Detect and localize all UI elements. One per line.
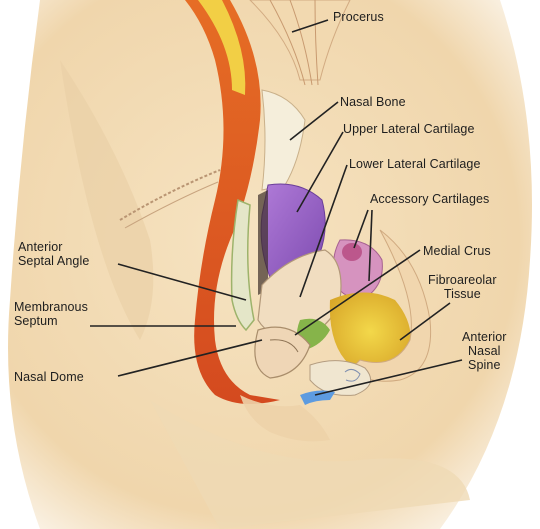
label-membranous-septum: Membranous Septum (14, 300, 88, 328)
label-medial-crus: Medial Crus (423, 244, 491, 258)
label-lower-lateral-cartilage: Lower Lateral Cartilage (349, 157, 481, 171)
label-anterior-septal-angle: Anterior Septal Angle (18, 240, 89, 268)
label-procerus: Procerus (333, 10, 384, 24)
label-fibroareolar-tissue: Fibroareolar Tissue (428, 273, 497, 301)
label-anterior-nasal-spine: Anterior Nasal Spine (462, 330, 507, 372)
label-nasal-bone: Nasal Bone (340, 95, 406, 109)
label-accessory-cartilages: Accessory Cartilages (370, 192, 489, 206)
label-nasal-dome: Nasal Dome (14, 370, 84, 384)
label-upper-lateral-cartilage: Upper Lateral Cartilage (343, 122, 475, 136)
